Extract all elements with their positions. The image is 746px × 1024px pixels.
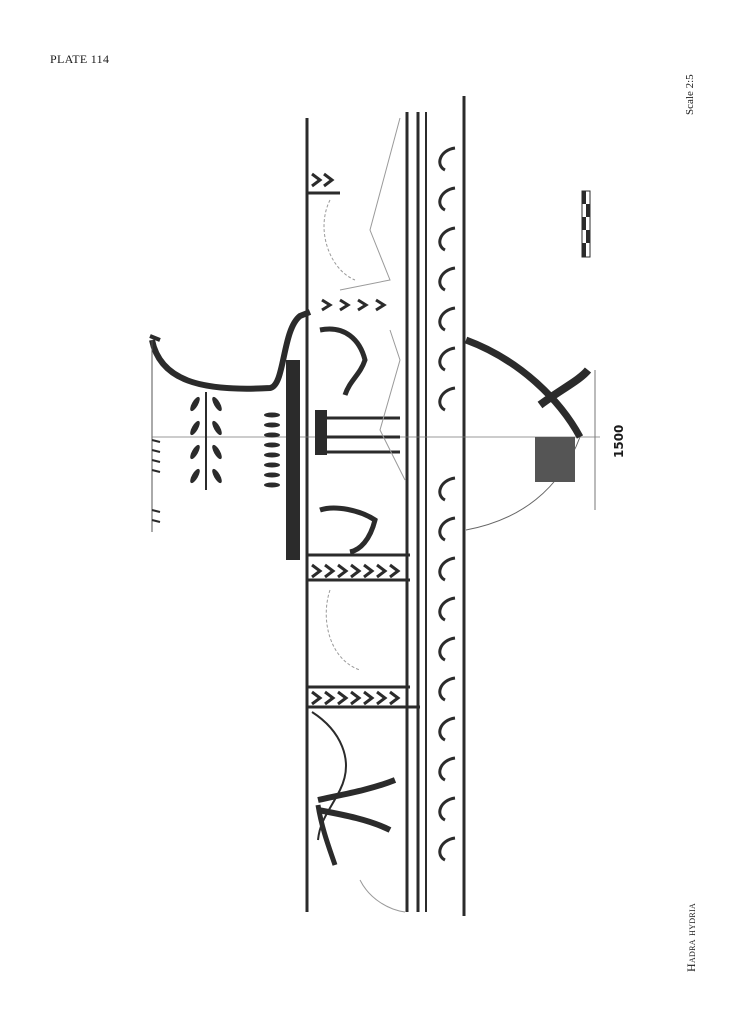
plate-label: PLATE 114 [50, 52, 110, 66]
